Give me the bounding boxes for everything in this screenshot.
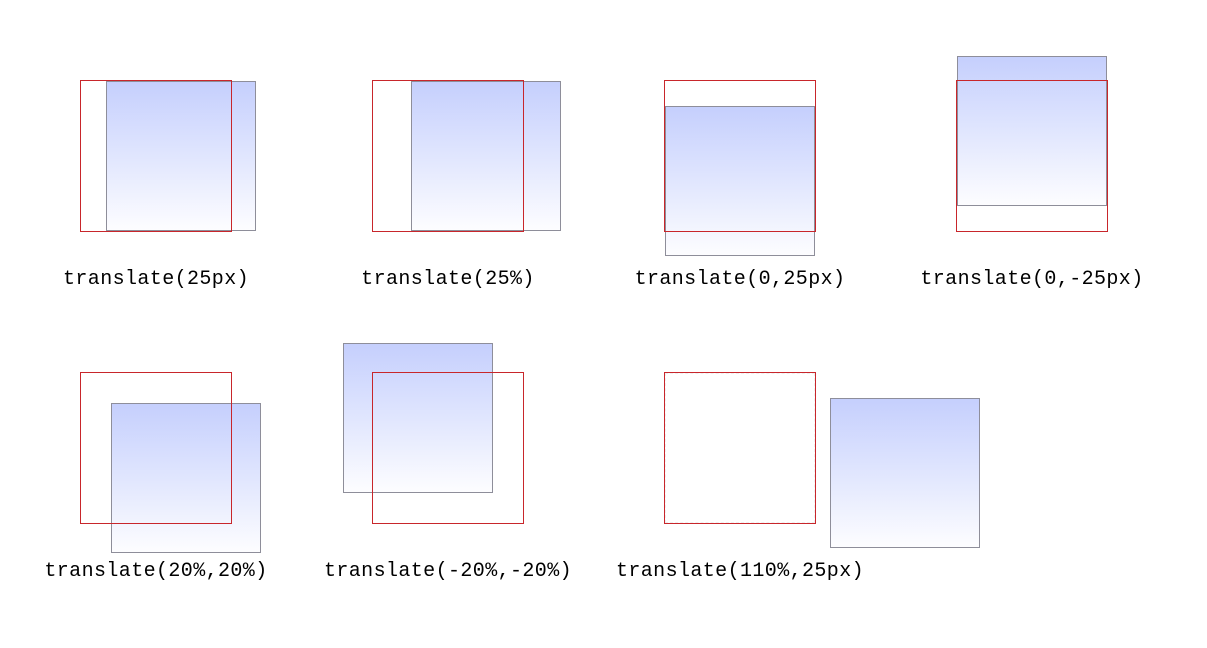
- original-box: [372, 80, 524, 232]
- original-box: [80, 372, 232, 524]
- original-box: [80, 80, 232, 232]
- example-caption: translate(110%,25px): [615, 560, 865, 583]
- example-caption: translate(0,-25px): [920, 268, 1144, 291]
- original-box: [956, 80, 1108, 232]
- example-caption: translate(25px): [62, 268, 250, 291]
- ghost-outline: [665, 373, 815, 523]
- translated-box: [343, 343, 493, 493]
- example-caption: translate(0,25px): [634, 268, 846, 291]
- translated-box: [957, 56, 1107, 206]
- translated-box: [111, 403, 261, 553]
- translated-box: [411, 81, 561, 231]
- translated-box: [830, 398, 980, 548]
- example-caption: translate(-20%,-20%): [323, 560, 573, 583]
- original-box: [664, 372, 816, 524]
- original-box: [664, 80, 816, 232]
- example-caption: translate(25%): [361, 268, 535, 291]
- example-caption: translate(20%,20%): [44, 560, 268, 583]
- original-box: [372, 372, 524, 524]
